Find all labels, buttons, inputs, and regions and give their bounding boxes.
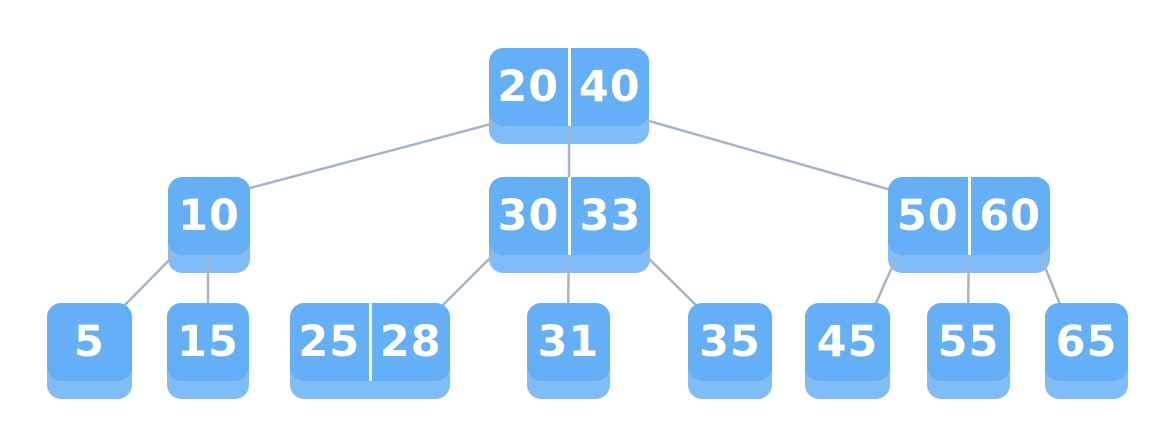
node-body: 10 <box>168 177 250 255</box>
node-key: 33 <box>579 191 642 241</box>
key-divider <box>567 48 571 126</box>
node-key: 20 <box>497 62 560 112</box>
node-body: 15 <box>167 303 249 381</box>
key-divider <box>568 177 571 255</box>
node-key: 45 <box>816 317 879 367</box>
node-key: 25 <box>298 317 361 367</box>
node-body: 31 <box>527 303 610 381</box>
edge-30-33-to-31 <box>566 245 571 314</box>
node-key: 40 <box>578 62 641 112</box>
key-divider <box>368 303 372 381</box>
node-body: 65 <box>1045 303 1128 381</box>
node-body: 20 40 <box>489 48 649 126</box>
node-key: 35 <box>699 317 761 367</box>
edge-10-to-5 <box>116 245 184 314</box>
node-key: 30 <box>497 191 560 241</box>
node-key: 50 <box>896 191 959 241</box>
node-body: 55 <box>927 303 1010 381</box>
node-key: 5 <box>74 317 105 367</box>
node-body: 25 28 <box>290 303 450 381</box>
node-key: 10 <box>178 191 240 241</box>
node-key: 65 <box>1055 317 1118 367</box>
edge-30-33-to-25-28 <box>434 245 503 314</box>
key-divider <box>967 177 971 255</box>
node-key: 31 <box>537 317 600 367</box>
node-key: 60 <box>979 191 1042 241</box>
edge-50-60-to-65 <box>1035 245 1065 314</box>
node-key: 28 <box>379 317 442 367</box>
node-body: 30 33 <box>489 177 650 255</box>
node-key: 15 <box>177 317 239 367</box>
edge-50-60-to-55 <box>966 245 971 314</box>
edge-30-33-to-35 <box>635 245 705 314</box>
edge-20-40-to-10 <box>233 117 512 194</box>
node-body: 5 <box>47 303 132 381</box>
node-body: 50 60 <box>888 177 1050 255</box>
node-body: 45 <box>805 303 890 381</box>
node-key: 55 <box>937 317 1000 367</box>
edge-50-60-to-45 <box>870 245 903 314</box>
edge-20-40-to-50-60 <box>633 115 907 196</box>
node-body: 35 <box>688 303 772 381</box>
